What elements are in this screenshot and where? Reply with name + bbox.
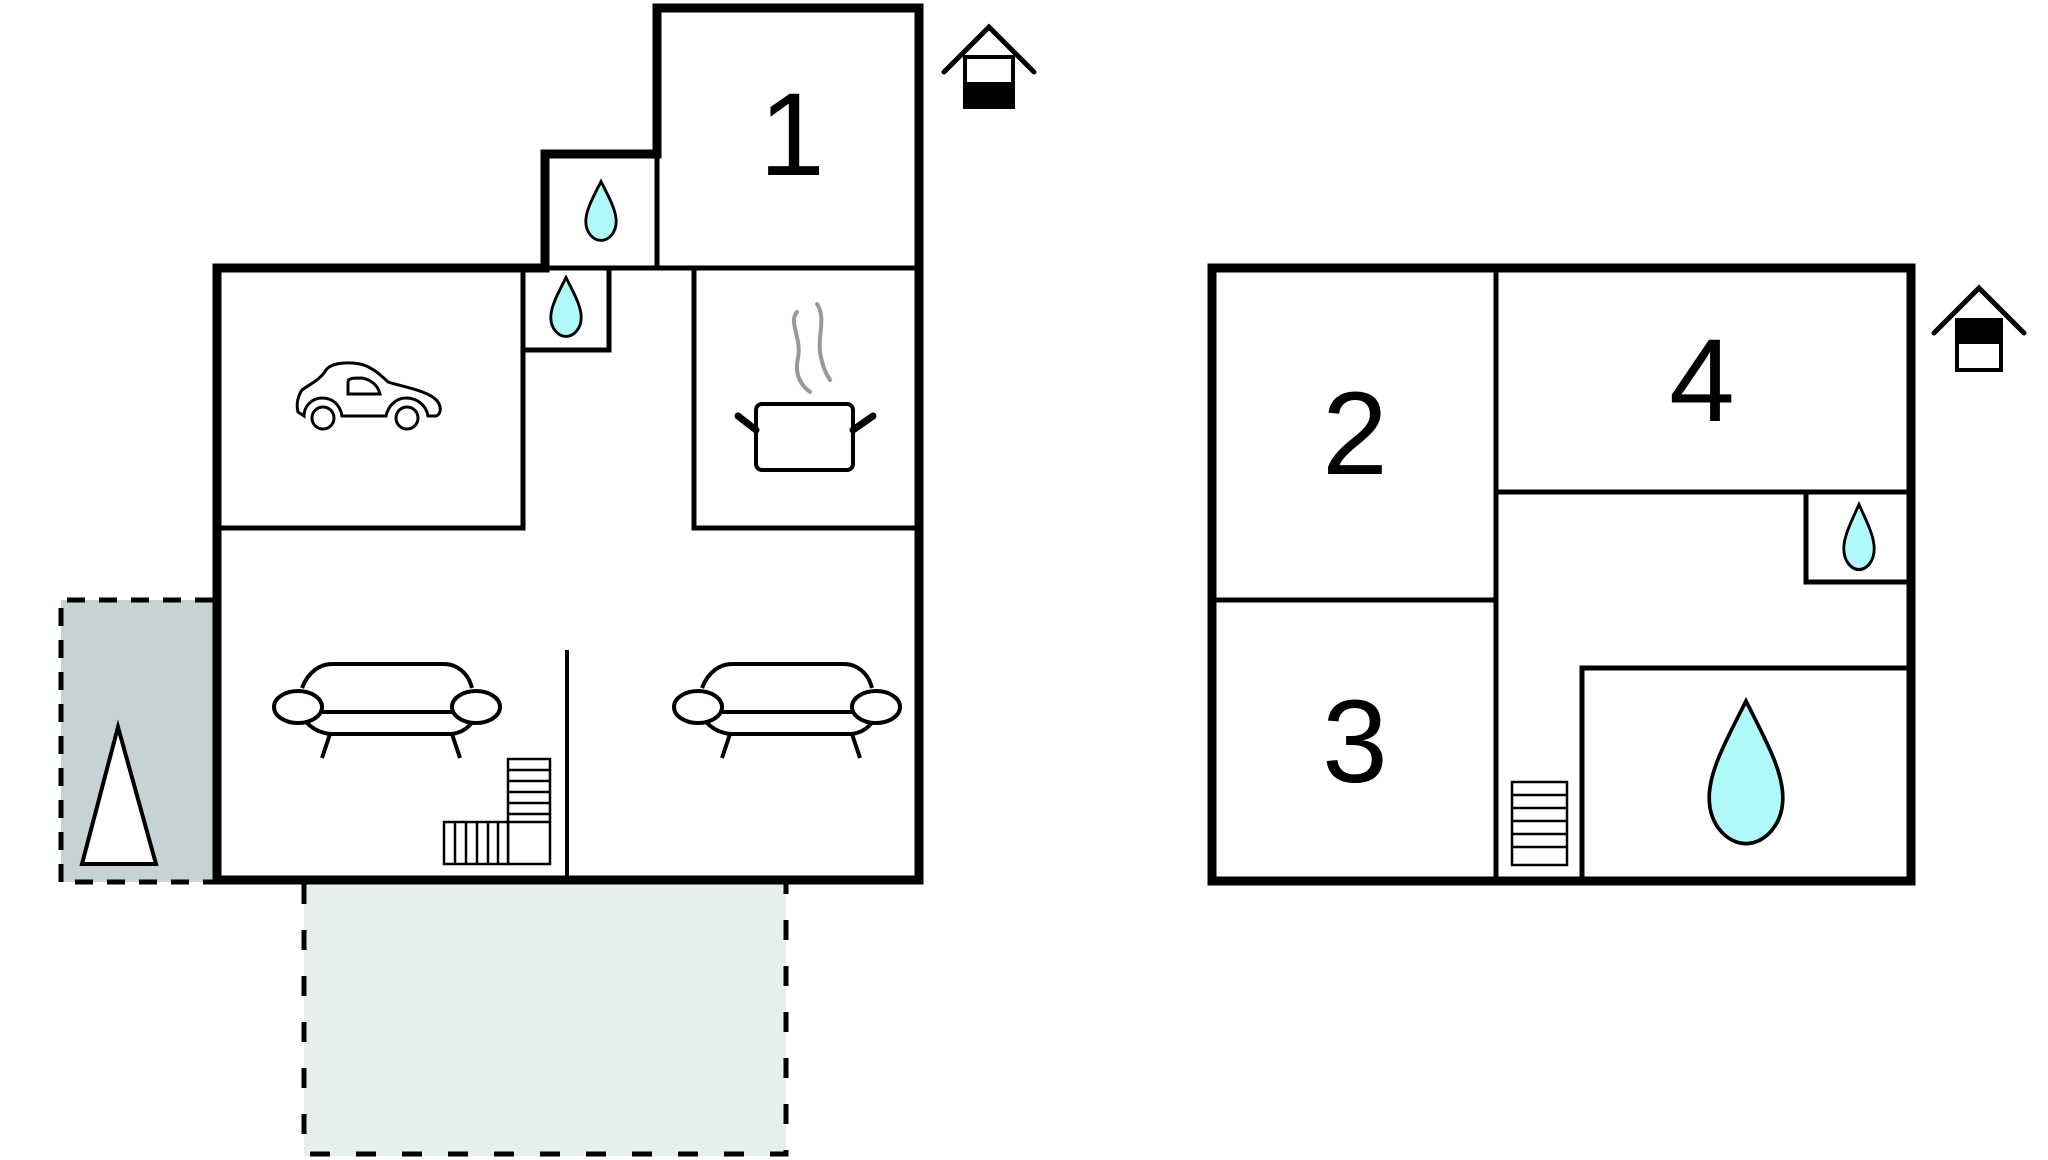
cooking-pot-icon xyxy=(734,302,877,472)
water-drop-icon xyxy=(1707,699,1785,846)
sofa-icon xyxy=(672,662,902,759)
exterior-walls xyxy=(212,3,924,885)
stairs-icon xyxy=(442,757,552,866)
floor-upper-icon xyxy=(1931,284,2027,372)
sofa-icon xyxy=(272,662,502,759)
room-label-2: 2 xyxy=(1322,368,1388,500)
room-label-1: 1 xyxy=(759,69,825,201)
front-terrace xyxy=(301,884,789,1157)
water-drop-icon xyxy=(584,180,618,242)
upper-floor xyxy=(1207,263,2027,886)
stairs-icon xyxy=(1510,780,1569,867)
floor-ground-icon xyxy=(941,23,1037,109)
exterior-walls xyxy=(1207,263,1916,886)
room-label-4: 4 xyxy=(1669,315,1735,447)
interior-walls xyxy=(1212,268,1911,881)
interior-walls xyxy=(217,154,919,880)
room-label-3: 3 xyxy=(1322,676,1388,808)
car-icon xyxy=(295,361,442,431)
water-drop-icon xyxy=(1842,502,1876,572)
side-terrace xyxy=(58,597,213,885)
ground-floor xyxy=(58,3,1037,1157)
tree-icon xyxy=(79,719,159,866)
water-drop-icon xyxy=(549,276,583,338)
